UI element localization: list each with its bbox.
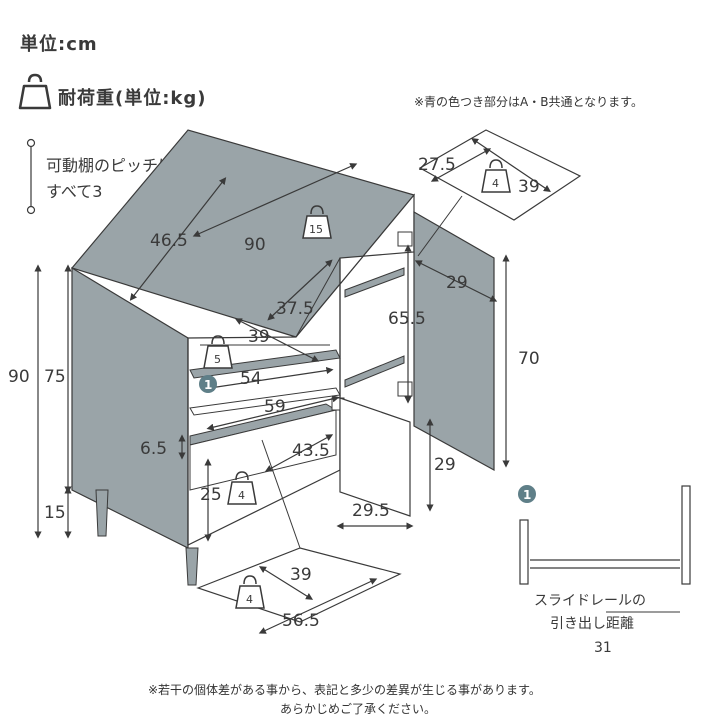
svg-text:4: 4 bbox=[246, 593, 253, 606]
dim-small-shelf-width: 39 bbox=[518, 177, 540, 197]
dim-shelf-width-inner: 39 bbox=[248, 327, 270, 347]
dim-top-depth: 46.5 bbox=[150, 231, 188, 251]
dim-lower-height: 25 bbox=[200, 485, 222, 505]
load-icon-bottom-panel: 4 bbox=[235, 575, 265, 609]
dim-small-shelf-depth: 27.5 bbox=[418, 155, 456, 175]
load-icon-drawer: 4 bbox=[227, 471, 257, 505]
svg-text:1: 1 bbox=[523, 488, 531, 502]
dim-door-height: 70 bbox=[518, 349, 540, 369]
load-label: 耐荷重(単位:kg) bbox=[58, 88, 207, 109]
dim-drawer-width-inner: 54 bbox=[240, 369, 262, 389]
load-icon-shelf: 5 bbox=[203, 335, 233, 369]
pitch-note-line1: 可動棚のピッチは bbox=[46, 156, 175, 175]
svg-text:4: 4 bbox=[492, 177, 499, 190]
leg-front bbox=[185, 547, 199, 586]
svg-text:4: 4 bbox=[238, 489, 245, 502]
footer-line1: ※若干の個体差がある事から、表記と多少の差異が生じる事があります。 bbox=[148, 683, 541, 697]
svg-text:15: 15 bbox=[309, 223, 323, 236]
dim-height-total: 90 bbox=[8, 367, 30, 387]
lower-door bbox=[339, 397, 411, 517]
leg-left bbox=[95, 489, 109, 537]
dim-height-body: 75 bbox=[44, 367, 66, 387]
pitch-icon bbox=[26, 138, 36, 218]
upper-door bbox=[413, 210, 495, 472]
rail-marker-drawer: 1 bbox=[199, 375, 217, 393]
load-icon-small-shelf: 4 bbox=[481, 159, 511, 193]
dim-bottom-panel-width: 56.5 bbox=[282, 611, 320, 631]
pitch-note-line2: すべて3 bbox=[46, 182, 103, 201]
slide-rail-diagram: 1 スライドレールの 引き出し距離 31 bbox=[518, 485, 691, 656]
rail-label-line1: スライドレールの bbox=[534, 593, 646, 609]
dim-door-inner-height: 65.5 bbox=[388, 309, 426, 329]
dim-drawer-width-outer: 59 bbox=[264, 397, 286, 417]
dim-drawer-front-height: 6.5 bbox=[140, 439, 167, 459]
footer-line2: あらかじめご了承ください。 bbox=[280, 702, 437, 716]
cabinet-left-side bbox=[71, 266, 189, 549]
dim-lower-door-height: 29 bbox=[434, 455, 456, 475]
dim-drawer-inner-depth: 43.5 bbox=[292, 441, 330, 461]
rail-label-line2: 引き出し距離 bbox=[550, 615, 634, 632]
svg-text:1: 1 bbox=[204, 378, 212, 392]
dim-door-width: 29 bbox=[446, 273, 468, 293]
dim-bottom-panel-depth: 39 bbox=[290, 565, 312, 585]
dim-shelf-depth: 37.5 bbox=[276, 299, 314, 319]
weight-icon bbox=[18, 72, 52, 112]
shared-color-note: ※青の色つき部分はA・B共通となります。 bbox=[414, 95, 643, 109]
load-icon-top: 15 bbox=[302, 205, 332, 239]
dim-lower-door-width: 29.5 bbox=[352, 501, 390, 521]
svg-text:5: 5 bbox=[214, 353, 221, 366]
dim-leg-height: 15 bbox=[44, 503, 66, 523]
rail-distance: 31 bbox=[594, 640, 612, 656]
dim-top-width: 90 bbox=[244, 235, 266, 255]
unit-label: 単位:cm bbox=[20, 34, 98, 55]
